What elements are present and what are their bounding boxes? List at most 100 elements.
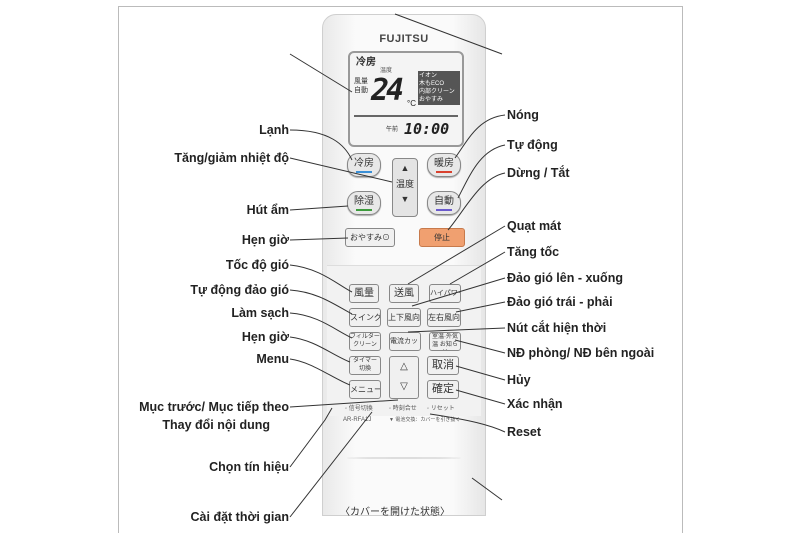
stop-button[interactable]: 停止 (419, 228, 465, 247)
label-menu: Menu (256, 352, 289, 366)
leader-line (454, 339, 506, 354)
lcd-indicator: 木もECO (419, 81, 445, 87)
leader-line (454, 114, 506, 159)
leader-line (407, 327, 506, 333)
label-clock-set: Cài đặt thời gian (190, 510, 289, 524)
label-signal: Chọn tín hiệu (209, 460, 289, 474)
lcd-indicator: 内部クリーン (419, 89, 455, 95)
fan-button[interactable]: 送風 (389, 284, 419, 303)
current-cut-button[interactable]: 電流カット (389, 332, 421, 351)
swing-button[interactable]: スイング (349, 308, 381, 327)
leader-line (289, 237, 349, 241)
frame (118, 6, 683, 533)
label-fan: Quạt mát (507, 219, 562, 233)
leader-line (455, 301, 506, 313)
label-temp-display: NĐ phòng/ NĐ bên ngoài (507, 346, 655, 360)
label-cancel: Hủy (507, 373, 531, 387)
label-sleep-timer: Hẹn giờ (241, 233, 289, 247)
leader-line (447, 172, 506, 231)
nav-up-icon[interactable]: △ (400, 361, 408, 372)
auto-color-bar (436, 209, 452, 211)
leader-line (455, 389, 506, 405)
vertical-airflow-button[interactable]: 上下風向 (387, 308, 421, 327)
lcd-indicators: イオン 木もECO 内部クリーン おやすみ (418, 71, 460, 105)
temp-down-icon[interactable]: ▼ (400, 194, 410, 204)
leader-line (289, 407, 333, 468)
leader-line (289, 336, 351, 363)
lcd-display: 冷房 風量自動 温度 24 °C イオン 木もECO 内部クリーン おやすみ 午… (348, 51, 464, 147)
timer-button[interactable]: タイマー 切換 (349, 356, 381, 375)
temp-up-icon[interactable]: ▲ (400, 163, 410, 173)
cool-label: 冷房 (354, 158, 374, 169)
lcd-indicator: おやすみ (419, 97, 444, 103)
leader-line (289, 205, 349, 211)
label-horizontal: Đảo gió trái - phải (507, 295, 613, 309)
leader-line (429, 413, 506, 433)
temp-display-button[interactable]: 室温·外気温 お知らせ (429, 332, 461, 351)
label-cool: Lạnh (259, 123, 289, 137)
lcd-temperature: 24 (371, 73, 404, 108)
sleep-button[interactable]: おやすみ⊙ (345, 228, 395, 247)
leader-line (289, 411, 373, 518)
cancel-button[interactable]: 取消 (427, 356, 459, 375)
label-prev-next: Mục trước/ Mục tiếp theo (139, 400, 289, 414)
filter-clean-button[interactable]: フィルター クリーン (349, 332, 381, 351)
lcd-divider (354, 115, 458, 117)
leader-line (471, 477, 503, 501)
lcd-indicator: イオン (419, 73, 438, 79)
leader-line (394, 13, 503, 55)
remote-control: FUJITSU 冷房 風量自動 温度 24 °C イオン 木もECO 内部クリー… (322, 14, 486, 516)
lcd-am: 午前 (386, 127, 399, 133)
auto-label: 自動 (434, 196, 454, 207)
reset-switch[interactable]: ◦ リセット (427, 406, 455, 412)
label-vertical: Đảo gió lên - xuống (507, 271, 623, 285)
signal-switch[interactable]: ◦ 信号切換 (345, 406, 373, 412)
leader-line (455, 365, 506, 381)
lcd-mode: 冷房 (356, 57, 376, 68)
fan-speed-button[interactable]: 風量 (349, 284, 379, 303)
lcd-fan: 風量自動 (354, 77, 368, 95)
leader-line (289, 129, 353, 161)
lcd-fan-2: 自動 (354, 87, 368, 94)
label-stop: Dừng / Tắt (507, 166, 570, 180)
nav-rocker[interactable]: △▽ (389, 356, 419, 399)
auto-button[interactable]: 自動 (427, 191, 461, 215)
cover-edge (347, 457, 461, 459)
label-swing: Tự động đảo gió (190, 283, 289, 297)
label-confirm: Xác nhận (507, 397, 563, 411)
leader-line (407, 225, 506, 285)
heat-label: 暖房 (434, 158, 454, 169)
lcd-temp-label: 温度 (380, 68, 393, 74)
leader-line (289, 53, 353, 93)
leader-line (457, 144, 506, 199)
brand-logo: FUJITSU (379, 33, 429, 45)
nav-down-icon[interactable]: ▽ (400, 381, 408, 392)
leader-line (289, 157, 393, 183)
heat-button[interactable]: 暖房 (427, 153, 461, 177)
heat-color-bar (436, 171, 452, 173)
label-temp-adjust: Tăng/giảm nhiệt độ (174, 151, 289, 165)
horizontal-airflow-button[interactable]: 左右風向 (427, 308, 461, 327)
leader-line (289, 358, 351, 386)
lcd-fan-1: 風量 (354, 78, 368, 85)
temperature-rocker[interactable]: ▲ 温度 ▼ (392, 158, 418, 217)
label-filter: Làm sạch (231, 306, 289, 320)
model-number: AR-RFA1J (343, 417, 372, 423)
lcd-clock: 10:00 (404, 120, 450, 138)
confirm-button[interactable]: 確定 (427, 380, 459, 399)
leader-line (449, 251, 506, 285)
lcd-unit: °C (407, 99, 416, 108)
label-auto: Tự động (507, 138, 558, 152)
label-heat: Nóng (507, 108, 539, 122)
menu-button[interactable]: メニュー (349, 380, 381, 399)
label-reset: Reset (507, 425, 542, 439)
leader-line (289, 289, 353, 315)
cool-button[interactable]: 冷房 (347, 153, 381, 177)
dry-button[interactable]: 除湿 (347, 191, 381, 215)
caption: 〈カバーを開けた状態〉 (340, 507, 450, 518)
clock-set[interactable]: ◦ 時刻合せ (389, 406, 417, 412)
label-current-cut: Nút cắt hiện thời (507, 321, 607, 335)
temp-label: 温度 (395, 179, 414, 189)
